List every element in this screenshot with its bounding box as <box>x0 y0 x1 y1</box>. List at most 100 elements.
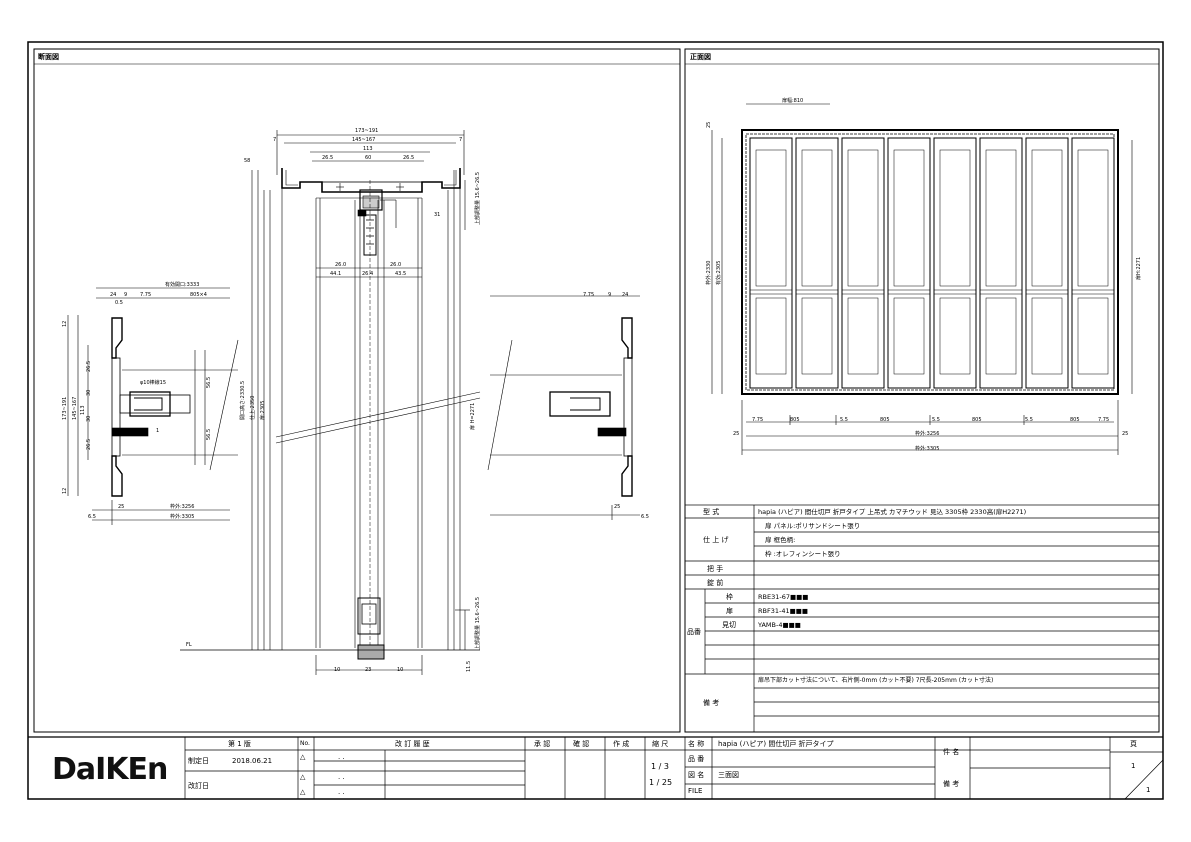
front-edge-right: 25 <box>1122 431 1129 437</box>
door-lower-glass <box>847 297 879 375</box>
tb-remark-label: 備 考 <box>943 780 960 788</box>
tb-dwg-value: 三面図 <box>718 771 739 779</box>
tb-dwg-label: 図 名 <box>688 771 705 779</box>
plan-left-overall2: 145~167 <box>72 396 78 420</box>
front-bottom-dim: 805 <box>1070 417 1080 423</box>
dim-top-inner-3: 26.5 <box>403 155 415 161</box>
tb-created-label: 制定日 <box>188 757 209 765</box>
tb-rev-dots-3: . . <box>338 788 345 796</box>
door-lower-glass <box>1077 297 1109 375</box>
door-lower-glass <box>1031 297 1063 375</box>
dim-edge-right: 7 <box>459 137 463 143</box>
tb-rev-mark-2: △ <box>300 773 306 781</box>
front-bottom-dim: 5.5 <box>1025 417 1033 423</box>
dim-right-small: 11.5 <box>466 660 472 672</box>
door-panel <box>1025 137 1069 389</box>
spec-finish-label: 仕 上 げ <box>703 536 729 544</box>
dim-top-inner-2: 60 <box>365 155 372 161</box>
tb-no-label: No. <box>300 740 310 747</box>
tb-page-num: 1 <box>1131 762 1136 770</box>
dim-vert-2: 仕上:2350 <box>250 395 256 420</box>
dim-top-inner-1: 26.5 <box>322 155 334 161</box>
front-left-top: 25 <box>706 121 712 128</box>
tb-rev-dots-1: . . <box>338 753 345 761</box>
tb-rev-mark-1: △ <box>300 753 306 761</box>
plan-left-v-5: 26.5 <box>86 438 92 450</box>
plan-left-v-2: 26.5 <box>86 360 92 372</box>
door-upper-glass <box>1031 149 1063 287</box>
daiken-logo: DaIKEn <box>52 752 168 787</box>
front-panel-title: 正面図 <box>690 53 711 61</box>
door-panel <box>933 137 977 389</box>
dim-right-v1: 31 <box>434 212 441 218</box>
tb-scale-1: 1 / 3 <box>651 762 669 771</box>
door-panel <box>979 137 1023 389</box>
spec-finish-line-3: 枠 :オレフィンシート張り <box>765 550 841 558</box>
front-bottom-dim: 805 <box>790 417 800 423</box>
dim-top-w1: 173~191 <box>355 128 379 134</box>
spec-lock-label: 錠 前 <box>707 579 724 587</box>
tb-item-label: 件 名 <box>943 748 960 756</box>
spec-part-name-2: 扉 <box>726 607 733 615</box>
tb-check: 確 認 <box>573 740 590 748</box>
spec-parts-label: 品番 <box>687 628 701 636</box>
dim-mid-2: 26.0 <box>390 262 402 268</box>
section-panel-title: 断面図 <box>38 53 59 61</box>
plan-left-v-4: 30 <box>86 415 92 422</box>
plan-left-inner-3: 56.5 <box>206 428 212 440</box>
door-lower-glass <box>801 297 833 375</box>
spec-finish-line-2: 扉 框色柄: <box>765 536 796 544</box>
dim-right-v2: 上部調整量 15.6~26.5 <box>475 171 481 225</box>
tb-revised-label: 改訂日 <box>188 782 209 790</box>
door-lower-glass <box>939 297 971 375</box>
front-total-2: 枠外:3305 <box>915 446 940 452</box>
door-upper-glass <box>985 149 1017 287</box>
tb-revision-label: 改 訂 履 歴 <box>395 740 430 748</box>
plan-left-bottom-3: 枠外:3305 <box>170 514 195 520</box>
plan-left-small-1: 0.5 <box>115 300 123 306</box>
spec-part-code-2: RBF31-41■■■ <box>758 607 809 615</box>
plan-left <box>67 287 239 525</box>
dim-mid2-1: 44.1 <box>330 271 342 277</box>
dim-mid2-2: 26.4 <box>362 271 374 277</box>
spec-type-label: 型 式 <box>703 508 720 516</box>
tb-page-total: 1 <box>1146 786 1151 794</box>
section-view <box>180 130 481 675</box>
tb-name-value: hapia (ハピア) 間仕切戸 折戸タイプ <box>718 740 834 748</box>
plan-left-bottom-2: 枠外:3256 <box>170 504 195 510</box>
dim-mid2-3: 43.5 <box>395 271 407 277</box>
plan-left-bottom-1: 25 <box>118 504 125 510</box>
spec-remarks-text: 扉吊下部カット寸法について、右片側-0mm (カット不要) 7尺長-205mm … <box>758 677 994 684</box>
front-bottom-dim: 5.5 <box>932 417 940 423</box>
front-bottom-dim: 7.75 <box>752 417 764 423</box>
door-upper-glass <box>893 149 925 287</box>
plan-left-v-6: 12 <box>62 487 68 494</box>
dim-vert-1: 開口高さ:2330.5 <box>240 380 246 420</box>
dim-left-h: 58 <box>244 158 251 164</box>
dim-bottom-1: 10 <box>334 667 341 673</box>
plan-right-top-2: 9 <box>608 292 612 298</box>
front-edge-left: 25 <box>733 431 740 437</box>
door-upper-glass <box>847 149 879 287</box>
door-upper-glass <box>801 149 833 287</box>
spec-type-value: hapia (ハピア) 間仕切戸 折戸タイプ 上吊式 カマチウッド 見込 330… <box>758 508 1027 516</box>
plan-left-top-1: 24 <box>110 292 117 298</box>
spec-part-code-3: YAMB-4■■■ <box>758 621 801 629</box>
front-left-v1: 枠外:2330 <box>706 260 712 285</box>
tb-model-label: 品 番 <box>688 755 705 763</box>
dim-door-h: 扉 H=2271 <box>470 402 476 430</box>
tb-approve: 承 認 <box>534 740 551 748</box>
spec-part-name-1: 枠 <box>726 593 733 601</box>
front-left-v2: 有効:2305 <box>716 260 722 285</box>
spec-table <box>684 504 1160 733</box>
plan-left-top-2: 9 <box>124 292 128 298</box>
tb-file-label: FILE <box>688 787 703 795</box>
plan-left-top-label: 有効開口:3333 <box>165 282 200 288</box>
plan-right-bottom: 25 <box>614 504 621 510</box>
door-panel <box>1071 137 1115 389</box>
door-panel <box>749 137 793 389</box>
spec-part-code-1: RBE31-67■■■ <box>758 593 809 601</box>
front-bottom-dim: 805 <box>880 417 890 423</box>
door-lower-glass <box>893 297 925 375</box>
